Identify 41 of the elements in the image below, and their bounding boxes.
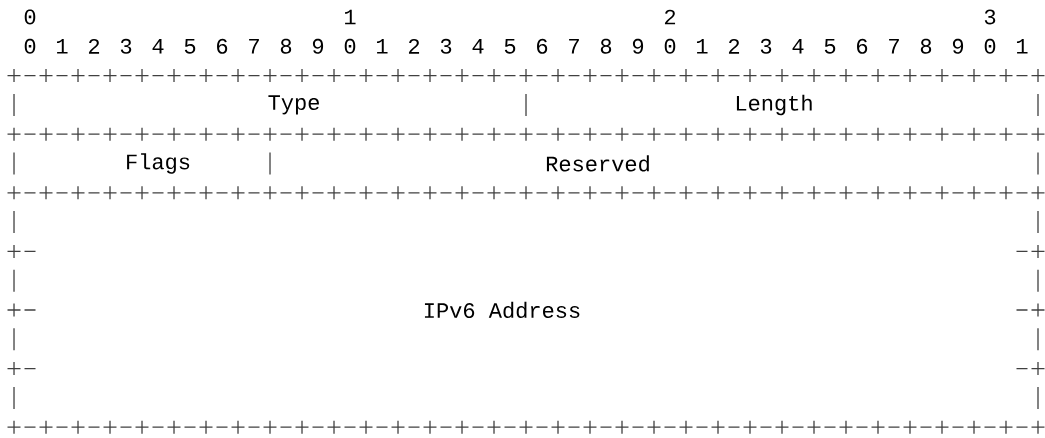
bit-number: 7 [889,39,899,54]
bit-number: 6 [857,38,868,54]
bit-number: 9 [952,38,964,54]
bit-number: 9 [632,38,644,54]
bit-number: 2 [88,38,100,54]
bit-number: 4 [472,39,484,54]
bit-number: 2 [664,9,676,25]
bit-number: 7 [249,39,259,54]
bit-number: 4 [792,39,804,54]
bit-number: 1 [57,39,68,54]
bit-number: 8 [920,38,932,54]
bit-number: 4 [152,39,164,54]
bit-number: 3 [440,38,452,54]
bit-number: 1 [1017,39,1028,54]
bit-number: 0 [344,38,356,54]
bit-number: 2 [408,38,420,54]
bit-number: 8 [600,38,612,54]
bit-number: 0 [24,9,36,25]
bit-number: 5 [184,38,196,54]
bit-number: 1 [697,39,708,54]
field-label: Flags [127,153,190,174]
bit-number: 5 [824,38,836,54]
bit-number: 0 [984,38,996,54]
bit-number: 6 [537,38,548,54]
bit-number: 1 [345,9,356,25]
bit-number: 5 [504,38,516,54]
bit-number: 8 [280,38,292,54]
bit-number: 7 [569,39,579,54]
field-label: Type [268,95,319,115]
bit-number: 3 [984,9,996,25]
field-label: IPv6 Address [424,301,580,319]
bit-number: 2 [728,38,740,54]
bit-number: 0 [664,38,676,54]
field-label: Length [736,94,812,116]
bit-number: 3 [760,38,772,54]
bit-number: 6 [217,38,228,54]
bit-number: 9 [312,38,324,54]
bit-number: 0 [24,38,36,54]
bit-number: 1 [377,39,388,54]
field-label: Reserved [546,155,649,172]
bit-number: 3 [120,38,132,54]
